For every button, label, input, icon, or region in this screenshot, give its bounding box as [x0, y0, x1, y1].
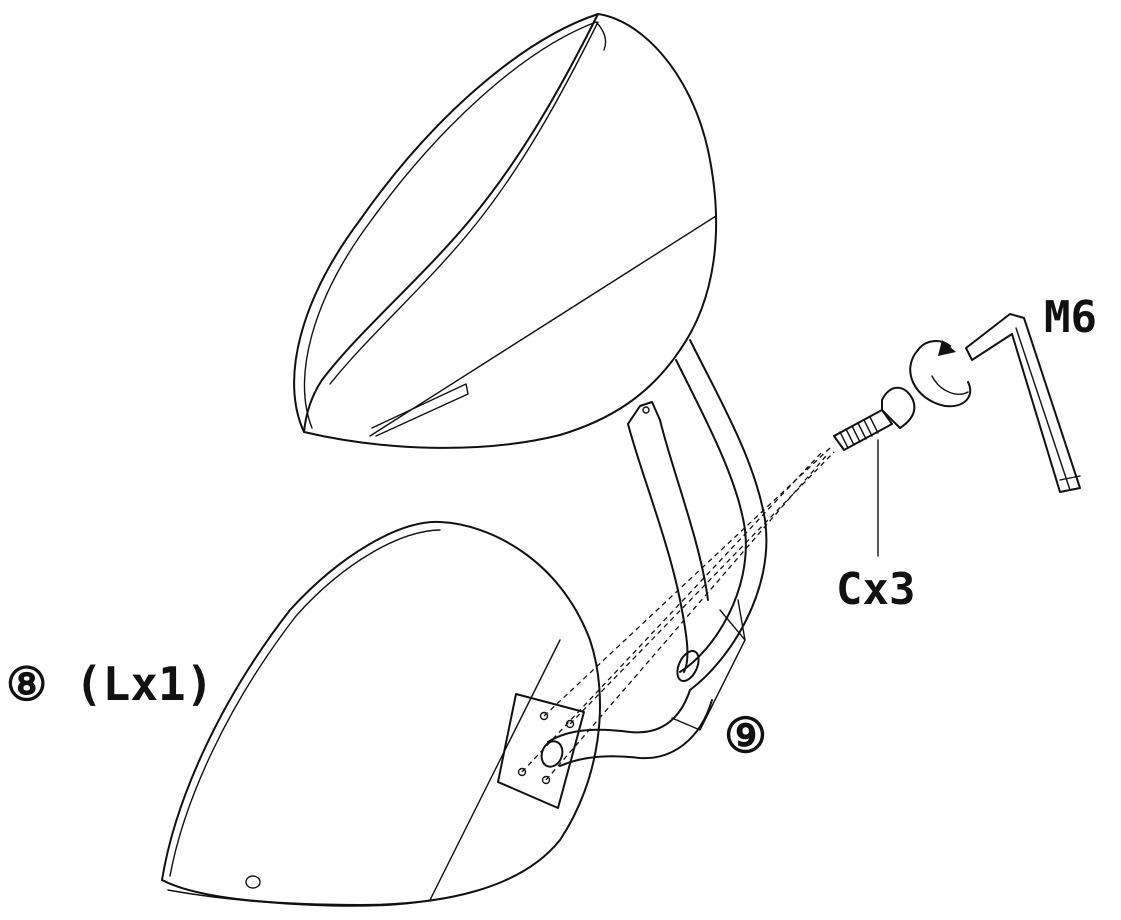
- arm-tube: [627, 401, 709, 673]
- bracket: [540, 689, 713, 768]
- alignment-guides: [521, 447, 835, 781]
- hex-key-size-label: M6: [1044, 292, 1097, 343]
- bolt-icon: [833, 386, 916, 557]
- support-bar: [671, 339, 768, 731]
- allen-key-icon: [965, 313, 1081, 493]
- screw-quantity-label: Cx3: [836, 564, 915, 615]
- backrest-shell: [293, 13, 718, 449]
- seat-shell: [161, 520, 601, 907]
- seat-part-label: ⑧ (Lx1): [6, 657, 213, 711]
- bracket-part-label: ⑨: [724, 708, 767, 764]
- clockwise-rotation-arrow-icon: [909, 340, 972, 408]
